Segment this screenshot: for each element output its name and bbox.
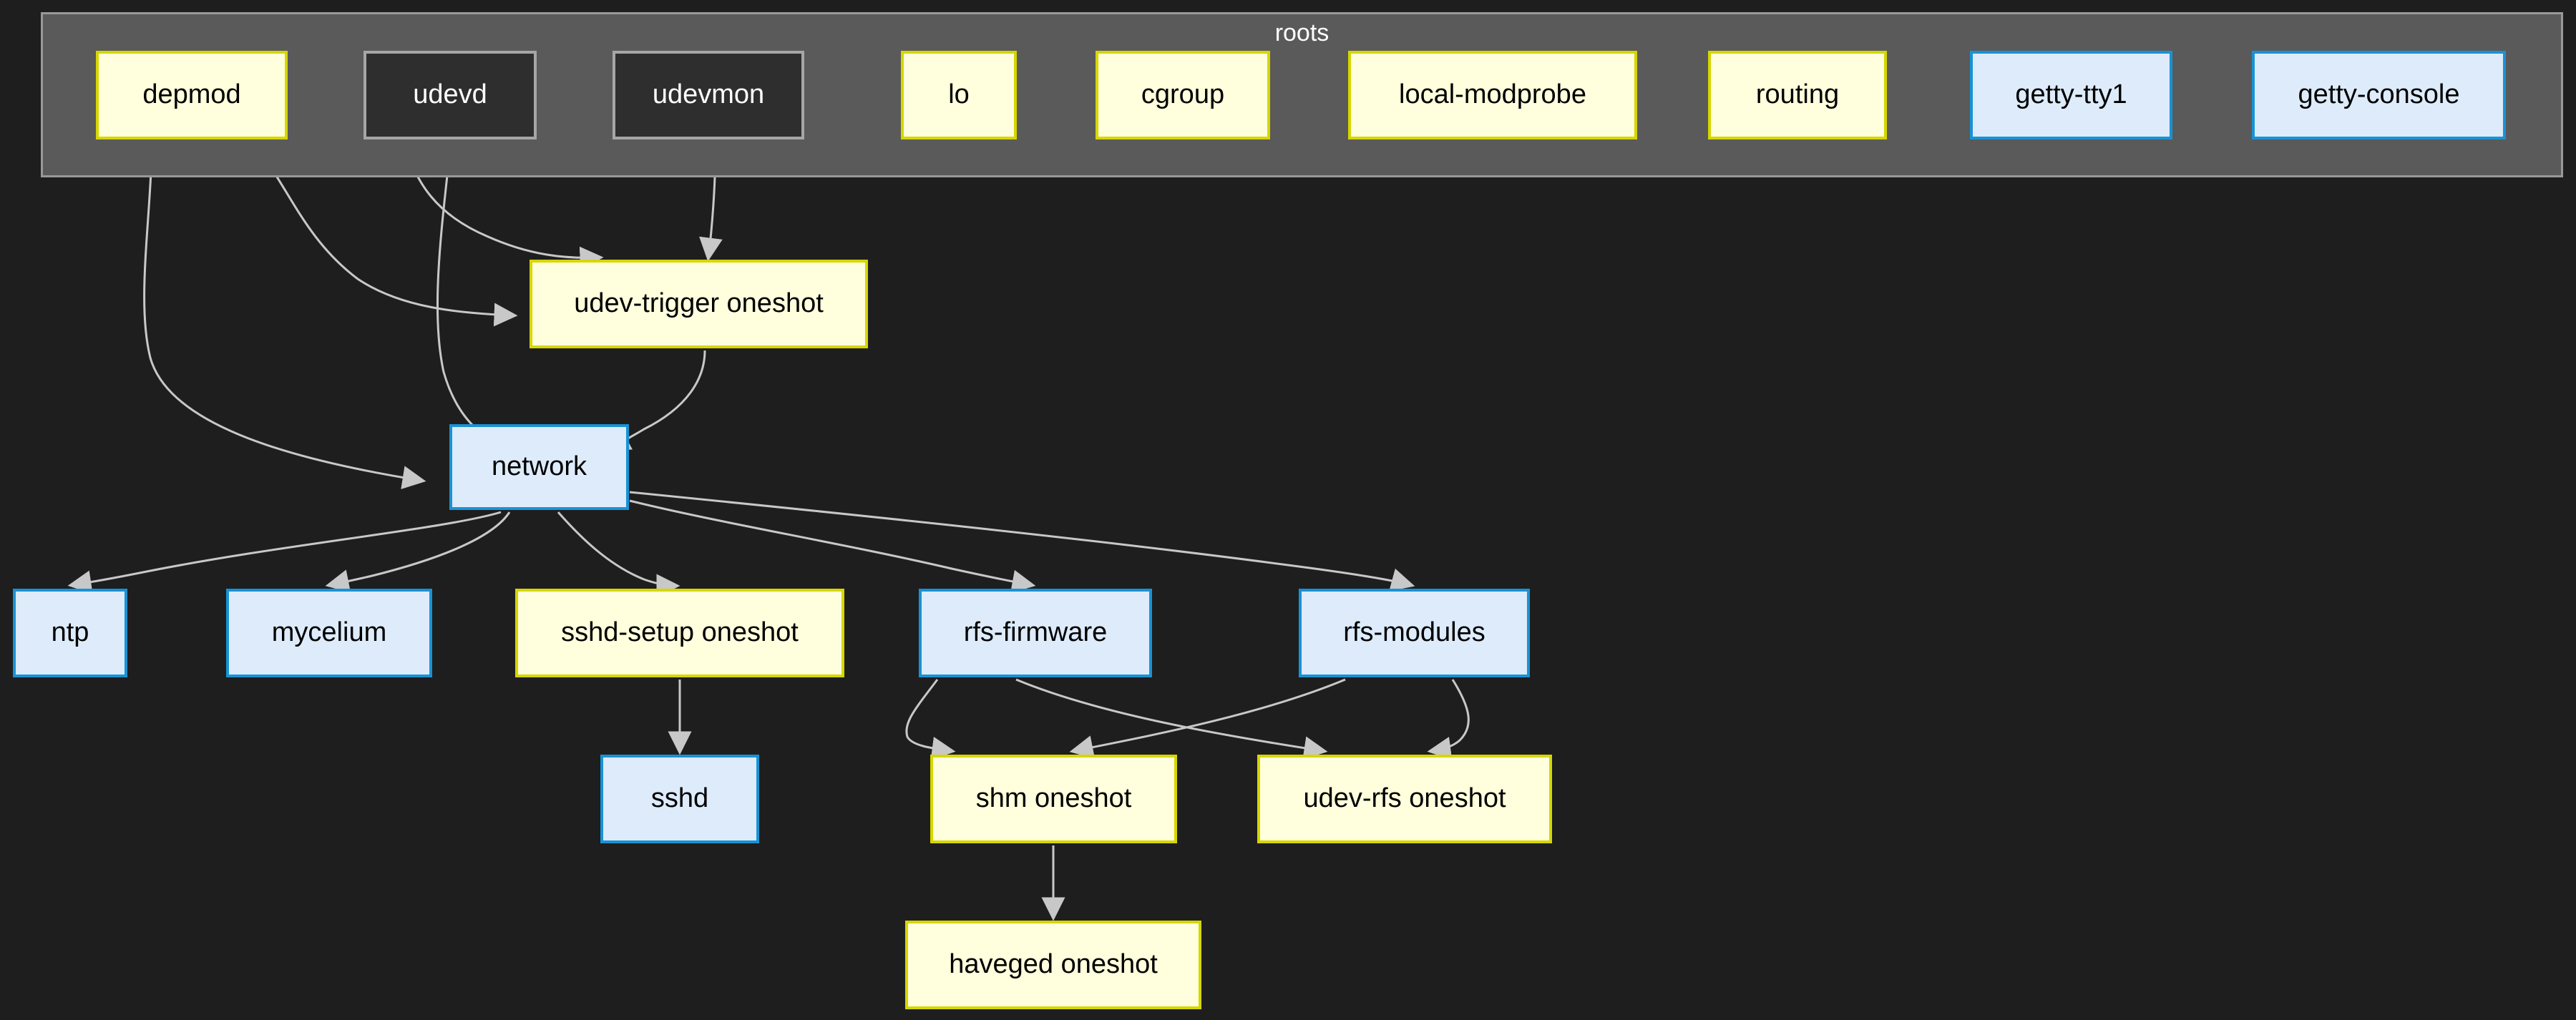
node-label: depmod: [142, 79, 241, 110]
node-label: rfs-firmware: [963, 617, 1108, 648]
node-local-modprobe[interactable]: local-modprobe: [1348, 51, 1637, 139]
node-label: udevd: [413, 79, 487, 110]
node-sshd-setup[interactable]: sshd-setup oneshot: [515, 589, 844, 677]
node-udev-trigger[interactable]: udev-trigger oneshot: [530, 260, 868, 348]
node-label: local-modprobe: [1399, 79, 1586, 110]
node-ntp[interactable]: ntp: [13, 589, 127, 677]
node-label: getty-console: [2298, 79, 2460, 110]
node-label: udev-rfs oneshot: [1303, 783, 1506, 814]
node-udev-rfs[interactable]: udev-rfs oneshot: [1257, 755, 1552, 843]
node-label: cgroup: [1141, 79, 1225, 110]
node-udevmon[interactable]: udevmon: [613, 51, 804, 139]
node-label: routing: [1755, 79, 1840, 110]
node-label: getty-tty1: [2015, 79, 2127, 110]
node-udevd[interactable]: udevd: [364, 51, 537, 139]
node-rfs-firmware[interactable]: rfs-firmware: [919, 589, 1152, 677]
node-label: lo: [948, 79, 970, 110]
node-label: network: [491, 451, 587, 482]
node-label: ntp: [51, 617, 89, 648]
node-haveged[interactable]: haveged oneshot: [905, 921, 1201, 1009]
node-getty-console[interactable]: getty-console: [2252, 51, 2506, 139]
node-mycelium[interactable]: mycelium: [226, 589, 432, 677]
node-sshd[interactable]: sshd: [600, 755, 759, 843]
node-lo[interactable]: lo: [901, 51, 1017, 139]
node-cgroup[interactable]: cgroup: [1096, 51, 1270, 139]
node-label: sshd-setup oneshot: [561, 617, 799, 648]
node-routing[interactable]: routing: [1708, 51, 1887, 139]
node-shm[interactable]: shm oneshot: [930, 755, 1177, 843]
node-getty-tty1[interactable]: getty-tty1: [1970, 51, 2172, 139]
node-label: udevmon: [652, 79, 765, 110]
node-label: haveged oneshot: [949, 949, 1158, 980]
node-label: udev-trigger oneshot: [574, 288, 824, 319]
cluster-roots-label: roots: [1274, 19, 1330, 46]
node-label: rfs-modules: [1343, 617, 1485, 648]
node-network[interactable]: network: [449, 424, 629, 510]
node-rfs-modules[interactable]: rfs-modules: [1299, 589, 1530, 677]
node-label: mycelium: [271, 617, 387, 648]
node-depmod[interactable]: depmod: [96, 51, 288, 139]
node-label: sshd: [650, 783, 709, 814]
node-label: shm oneshot: [975, 783, 1132, 814]
